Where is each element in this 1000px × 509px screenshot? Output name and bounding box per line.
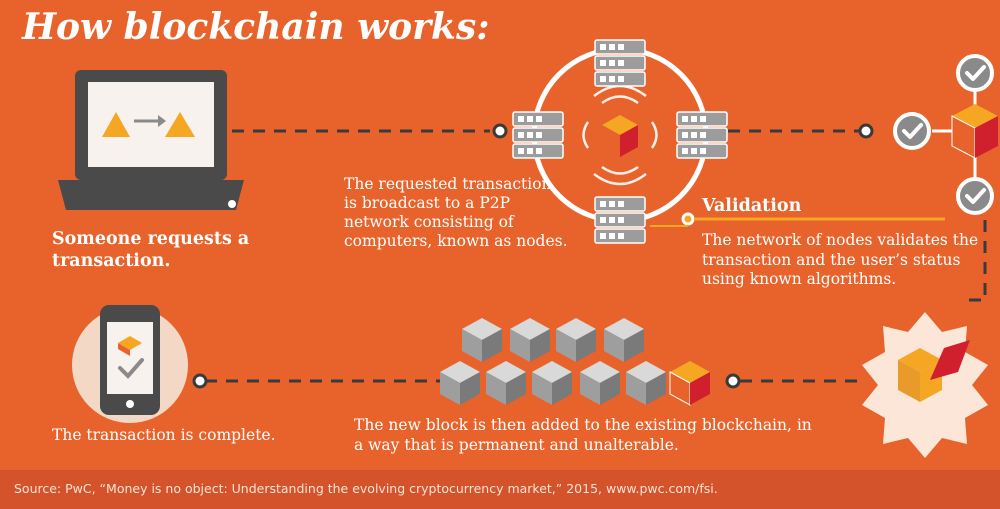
node-network	[512, 39, 728, 244]
step-added-label: The new block is then added to the exist…	[354, 416, 812, 454]
step-request-label: Someone requests a transaction.	[52, 229, 250, 271]
laptop-icon	[58, 70, 244, 210]
check-circle-icon	[956, 54, 994, 92]
source-citation: Source: PwC, “Money is no object: Unders…	[14, 481, 718, 496]
validation-heading: Validation	[702, 196, 802, 216]
validation-checks	[893, 54, 998, 215]
page-title: How blockchain works:	[22, 6, 490, 48]
starburst-icon	[862, 312, 988, 458]
flow-connectors	[205, 129, 987, 383]
step-complete-label: The transaction is complete.	[52, 426, 276, 444]
new-block-cube-icon	[669, 361, 710, 406]
smartphone-icon	[72, 305, 188, 423]
source-band	[0, 470, 1000, 509]
center-block-cube-icon	[602, 115, 638, 157]
step-broadcast-label: The requested transaction is broadcast t…	[344, 175, 568, 250]
step-validation-label: The network of nodes validates the trans…	[702, 231, 979, 288]
server-node-icon	[512, 111, 564, 159]
connector-dots	[192, 123, 874, 389]
server-node-icon	[594, 39, 646, 87]
check-circle-icon	[956, 177, 994, 215]
blockchain-cubes	[440, 318, 710, 406]
check-circle-icon	[893, 112, 931, 150]
server-node-icon	[594, 196, 646, 244]
server-node-icon	[676, 111, 728, 159]
